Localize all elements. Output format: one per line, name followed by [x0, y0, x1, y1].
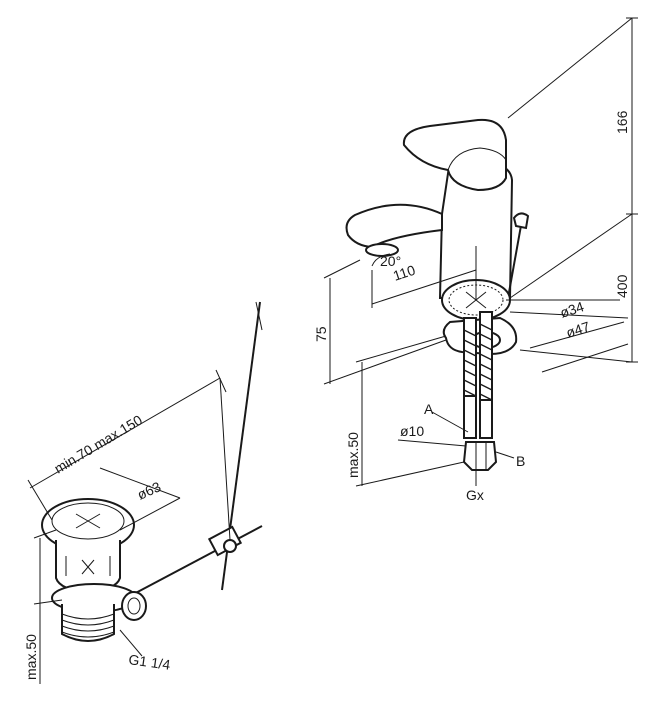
dim-rod-length: min.70 max.150 — [51, 411, 145, 476]
lift-rod — [507, 219, 523, 299]
dim-basin-thickness: max.50 — [23, 634, 39, 680]
label-hose-b: B — [516, 453, 525, 469]
dim-hose-dia: ø10 — [400, 423, 424, 439]
drain-drawing: min.70 max.150 ø63 max.50 G1 1/4 — [23, 301, 263, 684]
dim-height-total: 166 — [614, 110, 630, 134]
faucet-dimension-lines — [323, 17, 638, 487]
hose-nut — [462, 441, 498, 471]
dim-counter-thickness: max.50 — [345, 432, 361, 478]
dim-spout-angle: 20° — [380, 253, 401, 269]
faucet-handle — [402, 118, 507, 192]
dim-hole-dia-2: ø47 — [564, 318, 592, 341]
faucet-spout — [345, 203, 443, 249]
label-thread-gx: Gx — [466, 487, 484, 503]
label-hose-a: A — [424, 401, 434, 417]
dim-hole-dia-1: ø34 — [558, 298, 586, 321]
dim-height-floor: 400 — [614, 274, 630, 298]
dim-drain-thread: G1 1/4 — [128, 651, 172, 673]
dim-spout-height: 75 — [313, 326, 329, 342]
linkage-rod — [129, 525, 263, 597]
drain-dimension-lines — [27, 369, 231, 684]
dim-spout-reach: 110 — [391, 262, 417, 284]
dim-plug-dia: ø63 — [135, 478, 164, 503]
supply-hoses — [462, 311, 498, 471]
faucet-drawing: 166 400 20° 110 75 ø34 ø47 ø10 max.50 A … — [313, 17, 638, 503]
